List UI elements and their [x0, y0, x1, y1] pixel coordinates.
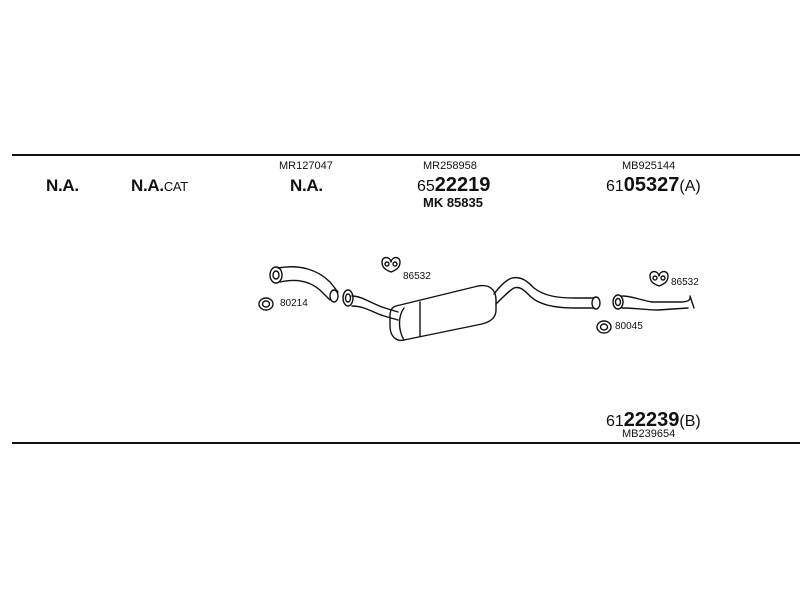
col2-label-text: N.A. [131, 176, 164, 195]
col5-part-main: 05327 [623, 174, 680, 196]
hanger-rear-icon [649, 270, 669, 287]
col3-label: N.A. [290, 176, 323, 195]
bottom-part-main: 22239 [623, 409, 680, 431]
col5-ref: MB925144 [622, 160, 676, 172]
center-muffler-part [342, 276, 601, 342]
col5-part-suffix: (A) [679, 178, 701, 195]
col4-part-number: 6522219 [417, 174, 490, 197]
callout-gasket-rear: 80045 [615, 321, 643, 332]
bottom-part-number: 6122239(B) [606, 409, 701, 432]
col4-alt-number: MK 85835 [423, 195, 483, 210]
hanger-mid-icon [381, 256, 401, 273]
gasket-80045-icon [596, 320, 612, 334]
col5-part-prefix: 61 [606, 178, 624, 195]
col4-part-main: 22219 [434, 174, 491, 196]
bottom-part-prefix: 61 [606, 413, 624, 430]
bottom-divider [12, 442, 800, 444]
col1-label: N.A. [46, 176, 79, 195]
col4-ref: MR258958 [423, 160, 477, 172]
callout-hanger-mid: 86532 [403, 271, 431, 282]
gasket-80214-icon [258, 297, 274, 311]
callout-gasket-front: 80214 [280, 298, 308, 309]
col3-ref: MR127047 [279, 160, 333, 172]
front-pipe-part [269, 266, 339, 303]
col2-label: N.A.CAT [131, 176, 188, 196]
callout-hanger-rear: 86532 [671, 277, 699, 288]
col5-part-number: 6105327(A) [606, 174, 701, 197]
tail-pipe-part [612, 294, 695, 311]
col2-suffix: CAT [163, 179, 188, 194]
col4-part-prefix: 65 [417, 178, 435, 195]
bottom-part-suffix: (B) [679, 413, 701, 430]
bottom-part-ref: MB239654 [622, 428, 676, 440]
top-divider [12, 154, 800, 156]
